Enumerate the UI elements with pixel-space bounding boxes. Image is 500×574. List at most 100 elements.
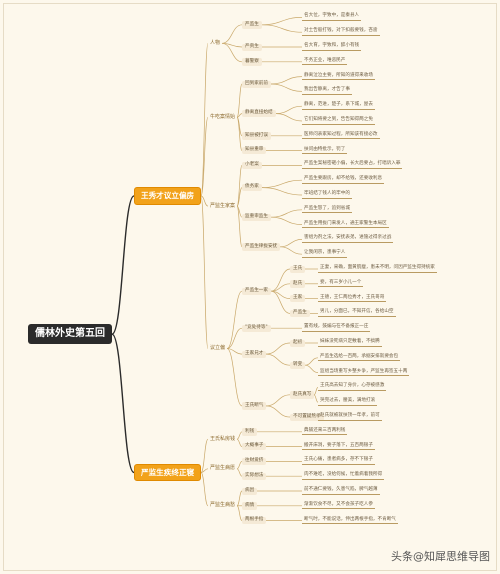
connector-curve: [265, 353, 291, 366]
connector-curve: [261, 187, 303, 196]
sub-topic: 知县重审: [242, 147, 267, 155]
branch-topic: 王氏私房钱: [210, 435, 236, 442]
connector-curve: [265, 394, 291, 407]
connector-curve: [226, 348, 243, 355]
branch-topic: 严监生病愿: [210, 465, 236, 472]
sub-topic: 两根手指: [242, 517, 267, 525]
leaf-note: 搬开床洞，要子落下，五百两银子: [302, 443, 375, 451]
branch-topic: 严监生家案: [210, 202, 236, 209]
sub-topic: 不可置疑熬孝: [290, 413, 324, 421]
connector-curve: [275, 113, 303, 122]
sub-topic: 暮警察: [242, 58, 262, 66]
leaf-note: 王氏心痛，患者病多，存不下银子: [302, 457, 375, 465]
leaf-note: 监组当场重写乡整乡争，严监生再签五十两: [318, 369, 410, 377]
connector-curve: [261, 17, 303, 26]
sub-topic: 王氏: [290, 265, 306, 273]
sub-topic: 严监生律拢安抚: [242, 243, 281, 251]
leaf-note: 男儿，分面已，不知开信，各给山空: [318, 309, 396, 317]
connector-curve: [111, 195, 135, 335]
leaf-note: 害组为剂之法，安抚表弟，进施过得亲过战: [302, 235, 394, 243]
connector-curve: [304, 364, 319, 373]
leaf-note: 严监生案秘密砸小偏，长大后要占，打唱诉入罪: [302, 161, 403, 169]
sub-topic: 起初: [290, 339, 306, 347]
connector-curve: [236, 505, 243, 521]
leaf-note: 静离泣泣主要，所知的道得来收场: [302, 73, 375, 81]
sub-topic: 知县被打误: [242, 132, 271, 140]
sub-topic: 利钱: [242, 428, 258, 436]
leaf-note: 静离，范进，楚子，系下城，屋去: [302, 102, 375, 110]
connector-curve: [200, 195, 209, 349]
connector-curve: [200, 195, 209, 207]
leaf-note: 名大育，字致和，醉小有钱: [302, 43, 362, 51]
canvas-border: [3, 3, 497, 571]
branch-topic: 牛吃案情始: [210, 113, 236, 120]
connector-curve: [270, 290, 291, 314]
leaf-note: 断气时，不能说话，伸出两根手指，不肯断气: [302, 517, 398, 525]
connector-curve: [236, 83, 243, 118]
leaf-note: 严监生用拢门来发人，通王家警生本局区: [302, 221, 389, 229]
leaf-note: 不务正业，唯恶民产: [302, 58, 348, 66]
sub-topic: 严贡生: [242, 43, 262, 51]
connector-curve: [200, 116, 209, 197]
leaf-note: 严监生选给一百两，承据安排就要会包: [318, 354, 401, 362]
branch-topic: 严监生病愁: [210, 502, 236, 509]
connector-curve: [261, 179, 303, 188]
connector-curve: [236, 165, 243, 207]
connector-curve: [226, 348, 243, 407]
connector-curve: [279, 246, 303, 255]
connector-curve: [265, 405, 291, 418]
leaf-note: 名大位，字致中，是秦县人: [302, 13, 362, 21]
connector-curve: [313, 394, 319, 403]
connector-curve: [236, 438, 243, 447]
sub-topic: 严监生一家: [242, 287, 271, 296]
connector-curve: [304, 357, 319, 366]
connector-curve: [279, 239, 303, 248]
leaf-note: 医师问表家知过程，所知该有接必改: [302, 132, 380, 140]
connector-curve: [200, 438, 209, 473]
branch-topic: 议立偏: [210, 345, 226, 352]
connector-curve: [200, 468, 209, 473]
leaf-note: 妹妹没死病只定敷着，不搞腾: [318, 339, 382, 347]
connector-curve: [270, 283, 291, 292]
root-topic: 儒林外史第五回: [28, 324, 112, 345]
leaf-note: 正妻，采确，面黄肌瘦，患未不明，问因严监生得持统家: [318, 265, 437, 273]
leaf-note: 王德，王仁两位秀才，王氏哥哥: [318, 295, 387, 303]
connector-curve: [236, 468, 243, 477]
sub-topic: 实际想法: [242, 472, 267, 481]
connector-curve: [236, 116, 243, 151]
leaf-note: 哭完过去，腰美，满地打滚: [318, 398, 378, 406]
leaf-note: 妾，有三岁小儿一个: [318, 280, 364, 288]
connector-curve: [270, 216, 303, 225]
sub-topic: 赵氏: [290, 280, 306, 288]
sub-topic: 大概事子: [242, 443, 267, 451]
connector-curve: [226, 290, 243, 349]
sub-topic: 债务家: [242, 184, 262, 192]
connector-curve: [200, 42, 209, 197]
connector-curve: [261, 24, 303, 33]
connector-curve: [111, 333, 135, 474]
sub-topic: 赵氏真写: [290, 391, 315, 399]
sub-topic: 王家: [290, 295, 306, 303]
sub-topic: 严监生: [290, 309, 310, 318]
main-branch-topic: 严监生疾终正寝: [134, 463, 202, 482]
branch-topic: 人物: [210, 39, 221, 46]
sub-topic: 回到家前前: [242, 80, 271, 88]
connector-curve: [236, 490, 243, 507]
sub-topic: 小老案: [242, 161, 262, 170]
leaf-note: 对土告般打钱，对下扣般要钱，吝啬: [302, 28, 380, 36]
leaf-note: 典铺还来三百两利钱: [302, 428, 348, 436]
leaf-note: 渐渐饮食不尽，又不会孩子吃人参: [302, 502, 375, 510]
leaf-note: 牢班结了钱人的牢中的: [302, 191, 352, 199]
leaf-note: 让我闲宗，患事宁人: [302, 250, 348, 258]
connector-curve: [236, 113, 243, 118]
leaf-note: 它们知将要之到，告告知得两之免: [302, 117, 375, 125]
connector-curve: [221, 42, 243, 63]
leaf-note: 严监生怒了，追到省城: [302, 206, 352, 214]
sub-topic: 王氏断气: [242, 402, 267, 410]
sub-topic: 病情: [242, 502, 258, 510]
connector-curve: [270, 83, 303, 92]
sub-topic: 往财爱挤: [242, 457, 267, 466]
connector-curve: [236, 205, 243, 248]
sub-topic: 病因: [242, 487, 258, 495]
connector-curve: [221, 24, 243, 44]
